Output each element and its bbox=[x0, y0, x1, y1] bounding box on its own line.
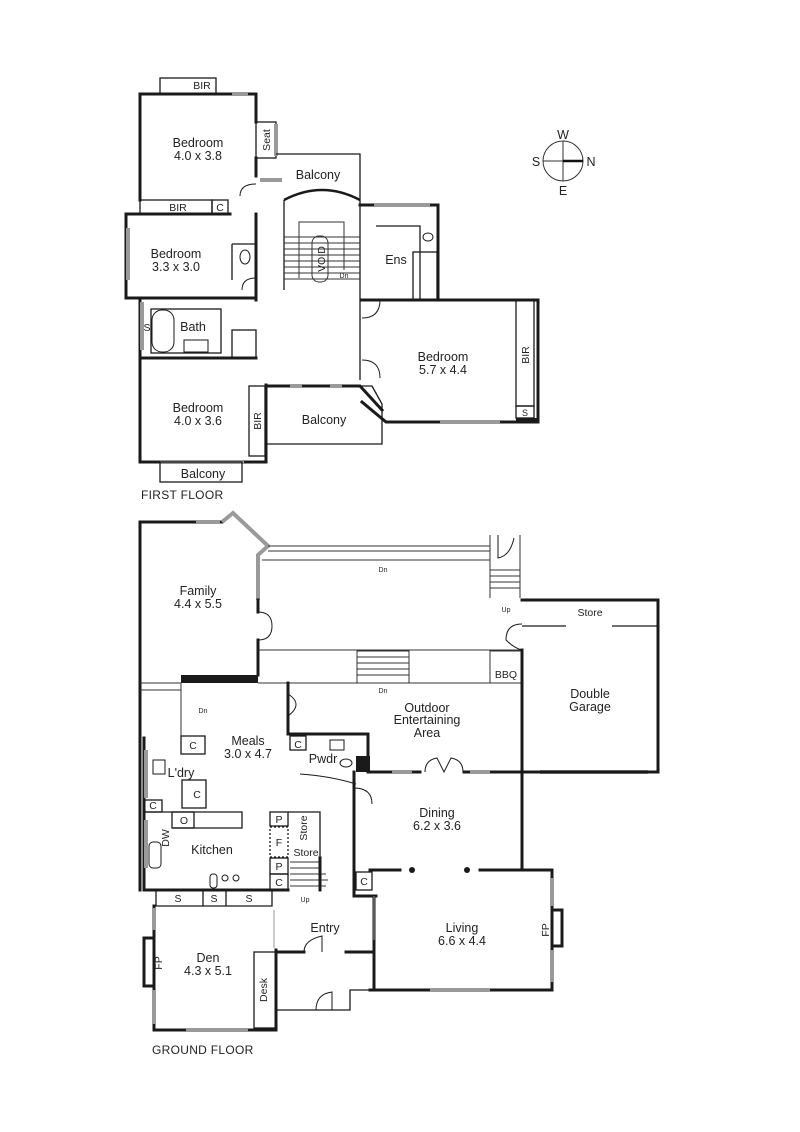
stair-up-label: Up bbox=[301, 897, 310, 904]
desk-label: Desk bbox=[258, 977, 270, 1002]
compass-west: W bbox=[557, 128, 569, 142]
meals-name: Meals bbox=[231, 734, 264, 748]
compass-south: S bbox=[532, 155, 540, 169]
bbq-label: BBQ bbox=[495, 669, 517, 681]
bath-label: Bath bbox=[180, 320, 206, 334]
seat-label: Seat bbox=[261, 129, 273, 151]
compass-east: E bbox=[559, 184, 567, 198]
deck-dn-label: Dn bbox=[379, 567, 388, 574]
s1-label: S bbox=[174, 893, 181, 905]
kitchen-label: Kitchen bbox=[191, 843, 233, 857]
dining-name: Dining bbox=[419, 806, 454, 820]
master-bedroom-name: Bedroom bbox=[418, 350, 469, 364]
den-size: 4.3 x 5.1 bbox=[184, 964, 232, 978]
compass-icon: W S N E bbox=[532, 128, 596, 198]
pantry2-label: P bbox=[275, 861, 282, 873]
family-size: 4.4 x 5.5 bbox=[174, 597, 222, 611]
side-dn-label: Dn bbox=[199, 708, 208, 715]
bedroom1-name: Bedroom bbox=[173, 136, 224, 150]
c4-label: C bbox=[149, 800, 157, 812]
balcony-top-label: Balcony bbox=[296, 168, 341, 182]
ens-label: Ens bbox=[385, 253, 407, 267]
first-floor-title: FIRST FLOOR bbox=[141, 488, 223, 502]
outdoor-line1: Outdoor bbox=[404, 701, 449, 715]
c1-label: C bbox=[189, 740, 197, 752]
fp-den-label: FP bbox=[153, 956, 165, 969]
den-name: Den bbox=[197, 951, 220, 965]
c2-label: C bbox=[294, 739, 302, 751]
s3-label: S bbox=[245, 893, 252, 905]
bedroom3-size: 4.0 x 3.6 bbox=[174, 414, 222, 428]
first-floor-plan bbox=[124, 77, 540, 483]
store1-label: Store bbox=[298, 815, 310, 840]
dining-size: 6.2 x 3.6 bbox=[413, 819, 461, 833]
living-size: 6.6 x 4.4 bbox=[438, 934, 486, 948]
stair-dn-label: Dn bbox=[340, 273, 349, 280]
garage-line2: Garage bbox=[569, 700, 611, 714]
fp-living-label: FP bbox=[540, 923, 552, 936]
living-name: Living bbox=[446, 921, 479, 935]
bedroom2-size: 3.3 x 3.0 bbox=[152, 260, 200, 274]
oven-label: O bbox=[180, 815, 188, 827]
store2-label: Store bbox=[293, 847, 318, 859]
outdoor-line2: Entertaining bbox=[394, 713, 461, 727]
void-label: VOID bbox=[316, 246, 328, 272]
garage-store-label: Store bbox=[577, 607, 602, 619]
bir-bed3-label: BIR bbox=[252, 412, 264, 430]
master-s-label: S bbox=[522, 408, 528, 418]
bath-s-label: S bbox=[143, 322, 150, 334]
deck-up-label: Up bbox=[502, 607, 511, 614]
family-name: Family bbox=[180, 584, 218, 598]
meals-size: 3.0 x 4.7 bbox=[224, 747, 272, 761]
bedroom1-size: 4.0 x 3.8 bbox=[174, 149, 222, 163]
dw-label: DW bbox=[160, 829, 172, 847]
ground-floor-title: GROUND FLOOR bbox=[152, 1043, 254, 1057]
outdoor-line3: Area bbox=[414, 726, 440, 740]
bedroom3-name: Bedroom bbox=[173, 401, 224, 415]
bir-top-label: BIR bbox=[193, 80, 211, 92]
c6-label: C bbox=[360, 876, 368, 888]
cupboard-label: C bbox=[216, 202, 224, 214]
pantry1-label: P bbox=[275, 814, 282, 826]
terrace-dn-label: Dn bbox=[379, 688, 388, 695]
bir-master-label: BIR bbox=[520, 346, 532, 364]
balcony-mid-label: Balcony bbox=[302, 413, 347, 427]
entry-label: Entry bbox=[310, 921, 340, 935]
bedroom2-name: Bedroom bbox=[151, 247, 202, 261]
c3-label: C bbox=[193, 789, 201, 801]
powder-label: Pwdr bbox=[309, 752, 337, 766]
bir-mid-label: BIR bbox=[169, 202, 187, 214]
master-bedroom-size: 5.7 x 4.4 bbox=[419, 363, 467, 377]
s2-label: S bbox=[210, 893, 217, 905]
c5-label: C bbox=[275, 877, 283, 889]
fridge-label: F bbox=[276, 837, 282, 849]
laundry-label: L'dry bbox=[168, 766, 195, 780]
ground-floor-plan bbox=[138, 510, 660, 1032]
balcony-bottom-label: Balcony bbox=[181, 467, 226, 481]
garage-line1: Double bbox=[570, 687, 610, 701]
compass-north: N bbox=[586, 155, 595, 169]
